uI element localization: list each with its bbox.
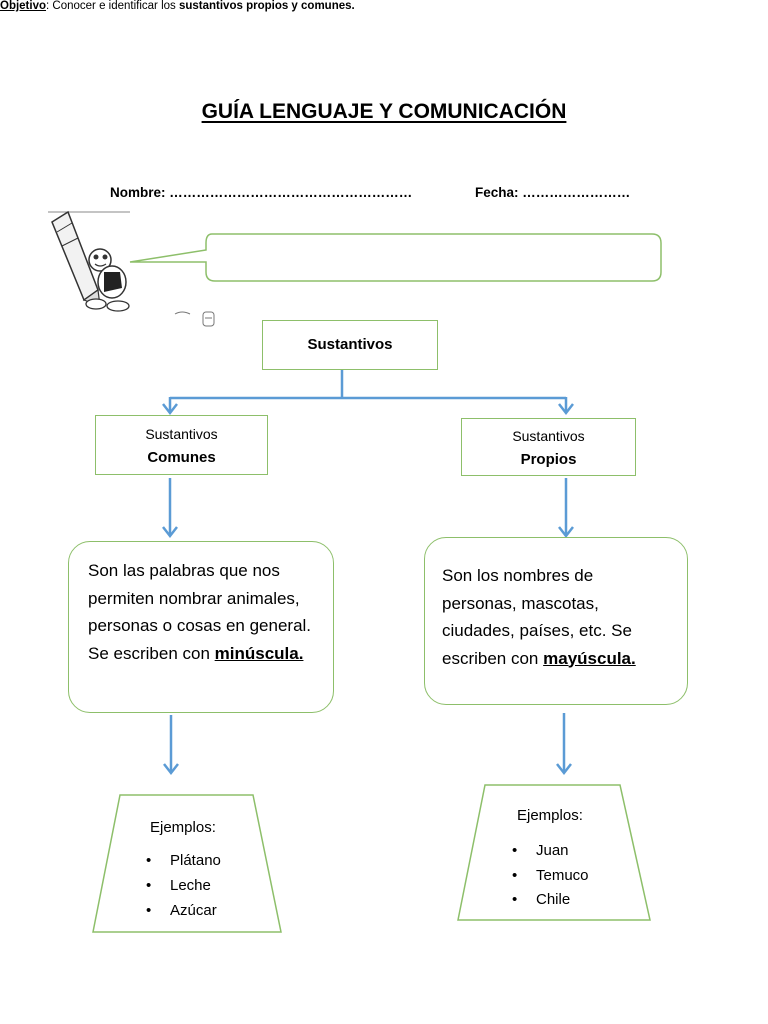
page-title: GUÍA LENGUAJE Y COMUNICACIÓN [201,100,567,123]
arrow-heads [162,403,574,776]
example-item: Plátano [146,852,221,869]
branch-node-propios: Sustantivos Propios [461,418,636,476]
branch-node-line1: Sustantivos [512,428,585,444]
definition-box-propios: Son los nombres de personas, mascotas, c… [424,537,688,705]
branch-node-line1: Sustantivos [145,426,218,442]
objective-separator: : [46,0,53,12]
examples-label: Ejemplos: [150,819,216,836]
definition-text: Son las palabras que nos permiten nombra… [88,561,312,663]
examples-label: Ejemplos: [517,807,583,824]
speech-bubble [129,233,662,282]
root-node-label: Sustantivos [307,336,393,353]
turtle-pencil-mascot-icon [51,210,130,312]
example-item: Azúcar [146,902,217,919]
definition-box-comunes: Son las palabras que nos permiten nombra… [68,541,334,713]
definition-text: Son los nombres de personas, mascotas, c… [442,566,632,668]
example-item: Leche [146,877,211,894]
example-item: Chile [512,891,570,908]
definition-emphasis: minúscula. [214,643,304,663]
branch-node-line2: Comunes [147,449,216,466]
branch-node-line2: Propios [520,451,577,468]
root-node: Sustantivos [262,320,438,370]
objective-text: Objetivo: Conocer e identificar los sust… [0,0,768,12]
objective-prefix: Conocer e identificar los [52,0,179,12]
definition-emphasis: mayúscula. [543,648,636,668]
tree-connectors [168,370,568,772]
example-item: Juan [512,842,569,859]
nombre-field[interactable]: Nombre: ……………………………………………… [110,185,413,200]
small-ink-icon [174,311,215,327]
fecha-field[interactable]: Fecha: …………………… [475,185,631,200]
example-item: Temuco [512,867,589,884]
objective-label: Objetivo [0,0,47,12]
branch-node-comunes: Sustantivos Comunes [95,415,268,475]
objective-bold: sustantivos propios y comunes. [178,0,355,12]
